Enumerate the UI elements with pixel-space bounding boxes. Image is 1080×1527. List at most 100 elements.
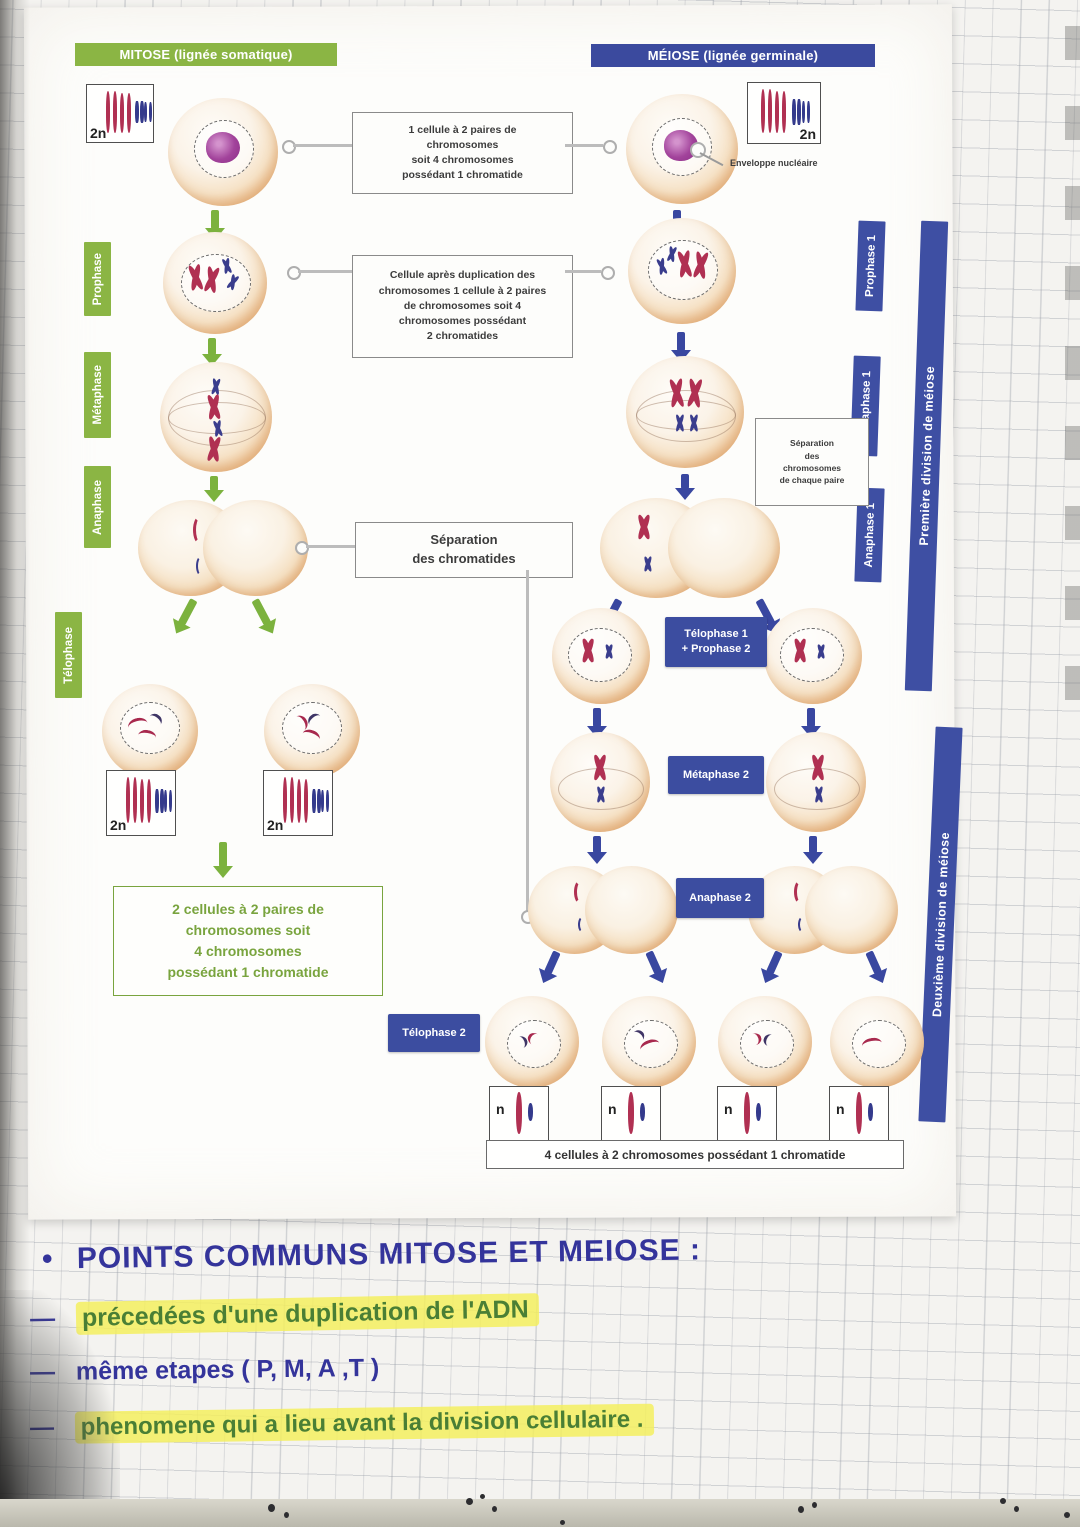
haploid-label: n (724, 1101, 733, 1117)
chromosome-blue-icon (688, 414, 699, 432)
chromatid-red-icon (612, 879, 624, 903)
ink-dot (812, 1502, 817, 1508)
karyotype-box-n-4: n (829, 1086, 889, 1142)
meiosis-banner-label: MÉIOSE (lignée germinale) (647, 48, 819, 63)
chromosome-red-icon (810, 754, 826, 781)
chromatid-blue-icon (830, 916, 840, 933)
chromosome-blue-icon (155, 789, 164, 813)
chromosome-red-icon (282, 777, 295, 823)
paper-torn-edge-right (1065, 0, 1080, 700)
chromosome-red-icon (105, 91, 118, 133)
chromosome-red-icon (856, 1092, 862, 1134)
connector-ring (603, 140, 617, 154)
chromosome-blue-icon (756, 1103, 761, 1121)
stage-anaphase2: Anaphase 2 (676, 878, 764, 918)
chromosome-blue-icon (802, 101, 810, 123)
chromosome-blue-icon (312, 789, 321, 813)
ploidy-label: 2n (267, 817, 284, 833)
nucleus (740, 1020, 794, 1068)
ink-dot (1000, 1498, 1006, 1504)
phase-label-metaphase: Métaphase (84, 352, 111, 438)
ink-dot (1064, 1512, 1070, 1518)
enveloppe-nucleaire-label: Enveloppe nucléaire (730, 158, 818, 168)
chromosome-blue-icon (868, 1103, 873, 1121)
phase-label-telophase: Télophase (55, 612, 82, 698)
chromosome-blue-icon (135, 101, 144, 123)
annotation-initial-cell: 1 cellule à 2 paires de chromosomes soit… (352, 112, 573, 194)
chromosome-red-icon (205, 435, 223, 462)
chromosome-red-icon (760, 89, 773, 133)
chromosome-red-icon (685, 377, 705, 408)
ink-dot (268, 1504, 275, 1512)
chromosome-blue-icon (792, 99, 801, 125)
chromatid-red-icon (234, 515, 247, 543)
haploid-label: n (608, 1101, 617, 1117)
ink-dot (480, 1494, 485, 1499)
nucleus (780, 628, 844, 682)
connector-line (565, 144, 603, 147)
chromatid-red-icon (832, 879, 844, 903)
note-text: même etapes ( P, M, A ,T ) (75, 1353, 380, 1386)
connector-ring (295, 541, 309, 555)
mitosis-metaphase-cell (160, 362, 272, 472)
mitosis-result-box: 2 cellules à 2 paires de chromosomes soi… (113, 886, 383, 996)
chromosome-blue-icon (595, 786, 606, 803)
meiosis-metaphase1-cell (626, 356, 744, 468)
chromatid-blue-icon (232, 556, 242, 576)
connector-line (306, 545, 355, 548)
nucleus (507, 1020, 561, 1068)
connector-line (298, 270, 352, 273)
annotation-separation-chromatides: Séparation des chromatides (355, 522, 573, 578)
connector-line-vertical (526, 570, 529, 914)
mitosis-telophase-cell-left (102, 684, 198, 778)
ink-dot (560, 1520, 565, 1525)
ploidy-label: 2n (90, 125, 107, 141)
chromatid-blue-icon (578, 916, 588, 933)
meiosis-anaphase2-cell-right (748, 866, 898, 954)
phase-label-prophase: Prophase (84, 242, 111, 316)
nucleus (282, 702, 342, 754)
chromosome-red-icon (636, 514, 652, 540)
connector-ring (287, 266, 301, 280)
chromatid-red-icon (574, 880, 586, 904)
mitosis-prophase-cell (163, 232, 267, 334)
chromosome-blue-icon (528, 1103, 533, 1121)
chromosome-blue-icon (604, 644, 614, 659)
ink-dot (798, 1506, 804, 1513)
connector-ring (282, 140, 296, 154)
connector-line (565, 270, 601, 273)
mitosis-interphase-cell (168, 98, 278, 206)
mitosis-karyotype-box-left: 2n (106, 770, 176, 836)
mitosis-karyotype-box-right: 2n (263, 770, 333, 836)
page-bottom-edge (0, 1499, 1080, 1527)
arrow-down-green (203, 476, 225, 502)
connector-line (293, 144, 352, 147)
chromosome-red-icon (744, 1092, 750, 1134)
ink-dot (1014, 1506, 1019, 1512)
arrow-down-blue (674, 474, 696, 500)
mitosis-anaphase-cell (138, 500, 309, 596)
meiosis-telophase2-cell-4 (830, 996, 924, 1088)
nucleus (568, 628, 632, 682)
chromatid-blue-icon (610, 916, 620, 933)
chromatid-red-icon (794, 880, 806, 904)
chromosome-blue-icon (674, 414, 685, 432)
meiosis-karyotype-box-top: 2n (747, 82, 821, 144)
karyotype-box-n-1: n (489, 1086, 549, 1142)
chromosome-red-icon (712, 514, 728, 540)
chromosome-blue-icon (640, 1103, 645, 1121)
meiosis-banner: MÉIOSE (lignée germinale) (591, 44, 875, 67)
chromosome-blue-icon (813, 786, 824, 803)
meiosis-metaphase2-cell-left (550, 732, 650, 832)
chromatid-blue-icon (196, 556, 206, 576)
connector-ring (601, 266, 615, 280)
chromosome-red-icon (580, 638, 595, 663)
chromosome-red-icon (592, 754, 608, 781)
nucleus (624, 1020, 678, 1068)
chromosome-blue-icon (714, 556, 725, 572)
mitosis-karyotype-box-top: 2n (86, 84, 154, 143)
chromosome-red-icon (774, 91, 787, 133)
arrow-down-green (212, 842, 234, 878)
stage-metaphase2: Métaphase 2 (668, 756, 764, 794)
